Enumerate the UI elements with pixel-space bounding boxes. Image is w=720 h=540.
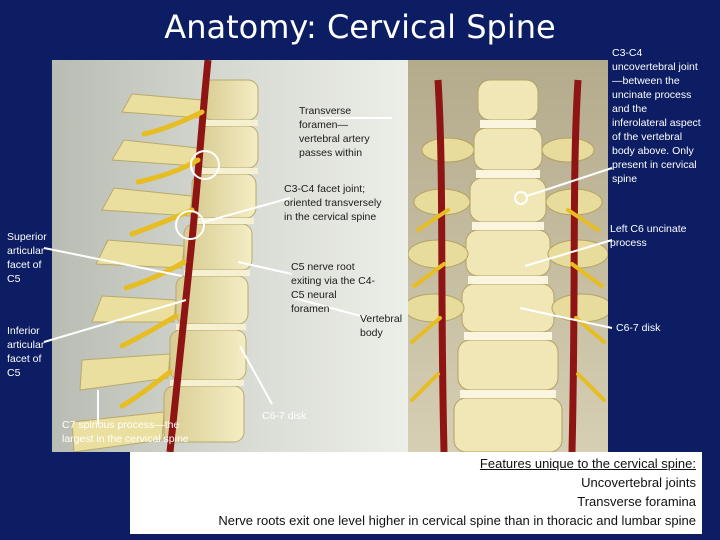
label-superior-facet: Superior articular facet of C5 — [7, 231, 47, 285]
label-inferior-facet: Inferior articular facet of C5 — [7, 325, 45, 379]
label-disc-left: C6-7 disk — [262, 410, 307, 422]
anterior-spine-photo — [408, 60, 608, 452]
slide-title: Anatomy: Cervical Spine — [164, 8, 556, 46]
lateral-spine-photo — [52, 60, 408, 452]
label-vertebral-body: Vertebral body — [360, 313, 403, 339]
label-disc-right: C6-7 disk — [616, 322, 661, 334]
label-transverse-foramen: Transverse foramen— vertebral artery pas… — [299, 105, 370, 159]
label-uncovertebral-joint: C3-C4 uncovertebral joint —between the u… — [612, 47, 701, 185]
features-box: Features unique to the cervical spine: U… — [130, 452, 702, 534]
label-uncinate-process: Left C6 uncinate process — [610, 223, 687, 249]
features-heading: Features unique to the cervical spine: — [479, 456, 696, 471]
label-facet-joint: C3-C4 facet joint; oriented transversely… — [284, 183, 382, 223]
label-spinous-process: C7 spinous process—the largest in the ce… — [62, 419, 189, 445]
feature-item: Nerve roots exit one level higher in cer… — [218, 513, 696, 528]
feature-item: Uncovertebral joints — [581, 475, 696, 490]
feature-item: Transverse foramina — [577, 494, 696, 509]
label-nerve-root: C5 nerve root exiting via the C4- C5 neu… — [291, 261, 376, 315]
